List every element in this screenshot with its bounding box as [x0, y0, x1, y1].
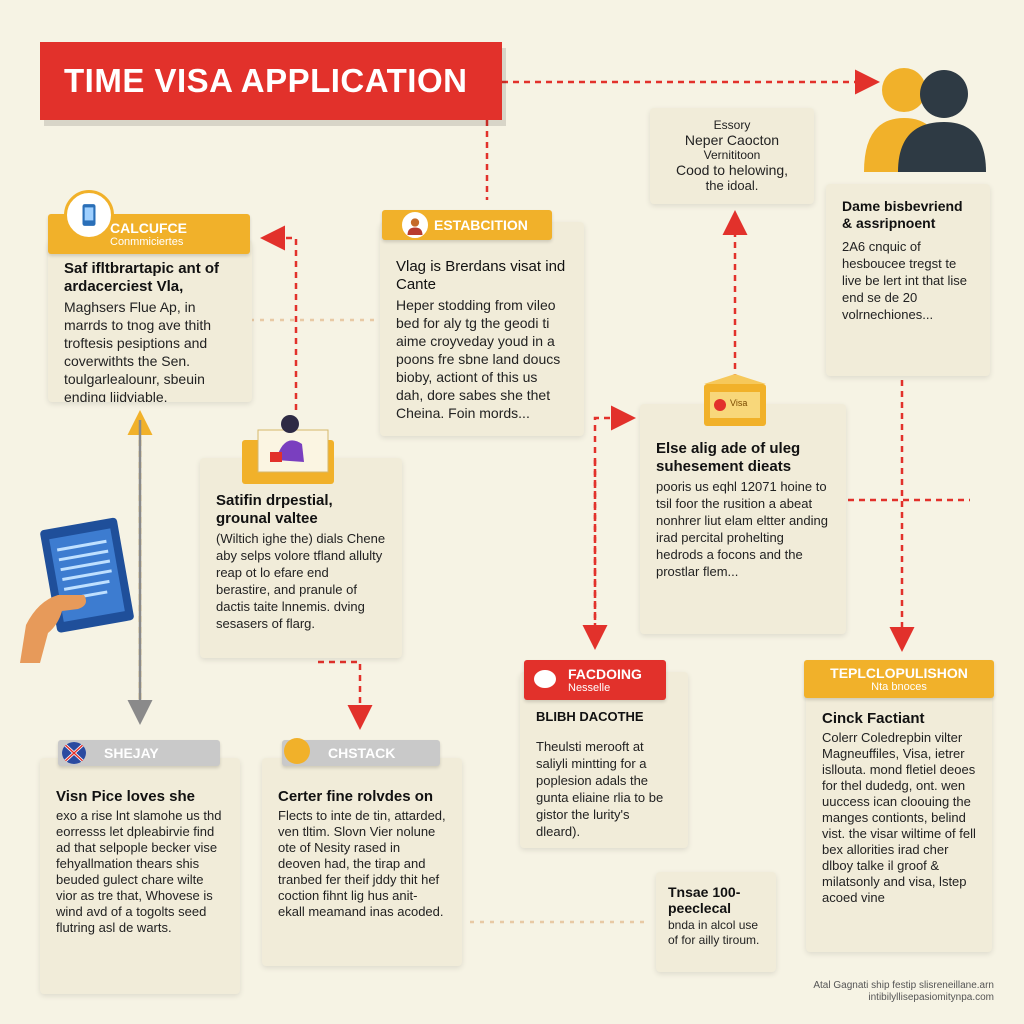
footer-line-1: Atal Gagnati ship festip slisreneillane.… [813, 980, 994, 991]
right-mid-body: pooris us eqhl 12071 hoine to tsil foor … [656, 479, 828, 579]
footer-line-2: intibilyllisepasiomitynpa.com [868, 992, 994, 1003]
title-banner: TIME VISA APPLICATION [40, 42, 502, 120]
shejay-heading: Visn Pice loves she [56, 788, 195, 805]
tepclopulsion-tab: TEPLCLOPULISHON Nta bnoces [804, 660, 994, 698]
small-bottom-heading: Tnsae 100- peeclecal [668, 884, 741, 916]
small-bottom-body: bnda in alcol use of for ailly tiroum. [668, 918, 760, 947]
person-avatar-icon [400, 210, 430, 240]
passport-in-hand-icon [18, 515, 138, 665]
calculate-tab-title: CALCUFCE [110, 219, 187, 236]
page-title: TIME VISA APPLICATION [64, 62, 468, 99]
right-mid-card: Else alig ade of uleg suhesement dieats … [640, 404, 846, 634]
facdoing-heading: BLIBH DACOTHE [536, 709, 644, 724]
calculate-card: Saf ifltbrartapic ant of ardacerciest Vl… [48, 240, 252, 402]
calculate-heading: Saf ifltbrartapic ant of ardacerciest Vl… [64, 260, 220, 295]
profile-heading: Dame bisbevriend & assripnoent [842, 198, 963, 231]
right-mid-heading: Else alig ade of uleg suhesement dieats [656, 440, 801, 475]
phone-icon [64, 190, 114, 240]
stamp-icon [532, 668, 558, 690]
establish-tab-title: ESTABCITION [434, 216, 528, 233]
establish-card: Vlag is Brerdans visat ind Cante Heper s… [380, 222, 584, 436]
shejay-tab-title: SHEJAY [104, 744, 159, 761]
footer-credit: Atal Gagnati ship festip slisreneillane.… [813, 980, 994, 1004]
establish-heading: Vlag is Brerdans visat ind Cante [396, 258, 566, 293]
envelope-icon: Visa [700, 370, 770, 430]
tepclopulsion-body: Colerr Coledrepbin vilter Magneuffiles, … [822, 730, 976, 905]
top-note-line-5: the idoal. [705, 178, 759, 193]
top-note-line-4: Cood to helowing, [675, 162, 789, 178]
establish-body: Heper stodding from vileo bed for aly tg… [396, 297, 561, 421]
envelope-label: Visa [730, 398, 748, 408]
chstack-tab-title: CHSTACK [328, 744, 396, 761]
tepclopulsion-tab-sub: Nta bnoces [871, 680, 927, 693]
top-note-card: Essory Neper Caocton Vernititoon Cood to… [650, 108, 814, 204]
tepclopulsion-heading: Cinck Factiant [822, 710, 925, 727]
chstack-body: Flects to inte de tin, attarded, ven tlt… [278, 808, 446, 919]
chstack-card: Certer fine rolvdes on Flects to inte de… [262, 758, 462, 966]
small-bottom-card: Tnsae 100- peeclecal bnda in alcol use o… [656, 872, 776, 972]
people-icon [858, 52, 988, 172]
top-note-line-3: Vernititoon [703, 148, 761, 162]
facdoing-tab-title: FACDOING [568, 665, 642, 682]
profile-card: Dame bisbevriend & assripnoent 2A6 cnqui… [826, 184, 990, 376]
badge-icon [284, 738, 310, 764]
top-note-line-1: Essory [713, 118, 751, 132]
tepclopulsion-tab-title: TEPLCLOPULISHON [830, 664, 968, 681]
middle-body: (Wiltich ighe the) dials Chene aby selps… [216, 531, 386, 631]
facdoing-tab-sub: Nesselle [568, 681, 611, 694]
shejay-body: exo a rise lnt slamohe us thd eorresss l… [56, 808, 222, 935]
tepclopulsion-card: Cinck Factiant Colerr Coledrepbin vilter… [806, 688, 992, 952]
calculate-body: Maghsers Flue Ap, in marrds to tnog ave … [64, 299, 212, 402]
profile-body: 2A6 cnquic of hesboucee tregst te live b… [842, 239, 968, 322]
middle-heading: Satifin drpestial, grounal valtee [216, 492, 333, 527]
top-note-line-2: Neper Caocton [684, 132, 780, 148]
flag-icon [62, 742, 86, 764]
chstack-heading: Certer fine rolvdes on [278, 788, 434, 805]
calculate-tab-sub: Conmmiciertes [110, 235, 184, 248]
folder-icon [240, 410, 336, 486]
middle-card: Satifin drpestial, grounal valtee (Wilti… [200, 458, 402, 658]
facdoing-body: Theulsti merooft at saliyli mintting for… [536, 739, 664, 839]
shejay-card: Visn Pice loves she exo a rise lnt slamo… [40, 758, 240, 994]
facdoing-card: BLIBH DACOTHE Theulsti merooft at saliyl… [520, 672, 688, 848]
calculate-tab: CALCUFCE Conmmiciertes [48, 214, 250, 254]
